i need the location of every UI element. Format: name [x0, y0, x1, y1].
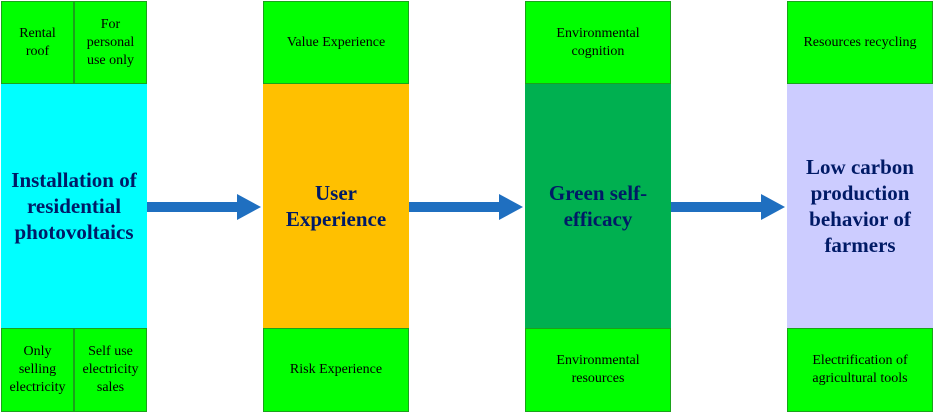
- col4-top-label: Resources recycling: [803, 34, 917, 50]
- col3-top-label: Environmental cognition: [556, 25, 640, 59]
- col1-bottom-right-box: Self use electricity sales: [74, 328, 147, 412]
- col4-bottom-box: Electrification of agricultural tools: [787, 328, 933, 412]
- col2-top-label: Value Experience: [286, 34, 386, 50]
- col1-main-box: Installation of residential photovoltaic…: [1, 84, 147, 328]
- col1-bottom-left-box: Only selling electricity: [1, 328, 74, 412]
- col1-bottom-right-label: Self use electricity sales: [82, 344, 139, 395]
- col1-top-left-label: Rental roof: [19, 25, 56, 59]
- col2-main-label: User Experience: [285, 181, 387, 231]
- arrow-right-icon-1: [147, 194, 261, 220]
- col2-bottom-label: Risk Experience: [289, 362, 383, 377]
- arrow-right-icon-3: [671, 194, 785, 220]
- arrow-right-icon-2: [409, 194, 523, 220]
- col1-top-left-box: Rental roof: [1, 1, 74, 84]
- col4-top-box: Resources recycling: [787, 1, 933, 84]
- col4-main-box: Low carbon production behavior of farmer…: [787, 84, 933, 328]
- col1-top-right-label: For personal use only: [86, 16, 135, 68]
- col3-bottom-box: Environmental resources: [525, 328, 671, 412]
- col1-top-right-box: For personal use only: [74, 1, 147, 84]
- col2-top-box: Value Experience: [263, 1, 409, 84]
- col3-top-box: Environmental cognition: [525, 1, 671, 84]
- col1-bottom-left-label: Only selling electricity: [9, 344, 66, 395]
- col2-main-box: User Experience: [263, 84, 409, 328]
- col3-main-box: Green self-efficacy: [525, 84, 671, 328]
- col4-bottom-label: Electrification of agricultural tools: [812, 353, 908, 386]
- col3-bottom-label: Environmental resources: [556, 353, 640, 386]
- col2-bottom-box: Risk Experience: [263, 328, 409, 412]
- col1-main-label: Installation of residential photovoltaic…: [11, 168, 137, 244]
- col3-main-label: Green self-efficacy: [548, 181, 648, 231]
- col4-main-label: Low carbon production behavior of farmer…: [806, 155, 914, 257]
